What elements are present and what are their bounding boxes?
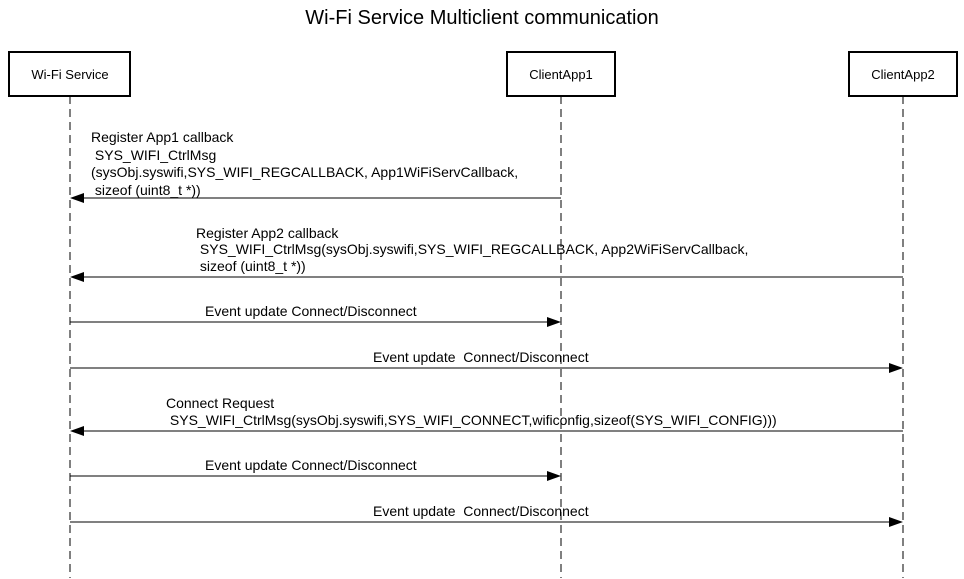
arrowhead-left: [70, 272, 84, 282]
message-text-line: Connect Request: [166, 395, 274, 411]
message-text-line: Register App2 callback: [196, 225, 339, 241]
participant-label-clientapp2: ClientApp2: [871, 67, 935, 82]
participant-box-wifi-service: [8, 51, 131, 97]
message-text-line: (sysObj.syswifi,SYS_WIFI_REGCALLBACK, Ap…: [91, 164, 518, 180]
message-register-app2-callback: Register App2 callback SYS_WIFI_CtrlMsg(…: [70, 225, 903, 282]
arrowhead-right: [889, 363, 903, 373]
message-text-line: Event update Connect/Disconnect: [205, 303, 417, 319]
message-text-line: Register App1 callback: [91, 129, 234, 145]
arrowhead-left: [70, 193, 84, 203]
participant-clientapp2: ClientApp2: [848, 51, 958, 578]
message-text-line: SYS_WIFI_CtrlMsg(sysObj.syswifi,SYS_WIFI…: [196, 241, 748, 257]
arrowhead-right: [889, 517, 903, 527]
participant-clientapp1: ClientApp1: [506, 51, 616, 578]
arrowhead-right: [547, 471, 561, 481]
message-text-line: sizeof (uint8_t *)): [196, 258, 306, 274]
message-register-app1-callback: Register App1 callback SYS_WIFI_CtrlMsg …: [70, 129, 561, 203]
participant-label-clientapp1: ClientApp1: [529, 67, 593, 82]
message-event-update-app1: Event update Connect/Disconnect: [70, 303, 561, 327]
message-text-line: SYS_WIFI_CtrlMsg(sysObj.syswifi,SYS_WIFI…: [166, 412, 777, 428]
message-event-update-app2-second: Event update Connect/Disconnect: [70, 503, 903, 527]
participant-box-clientapp2: [848, 51, 958, 97]
message-connect-request: Connect Request SYS_WIFI_CtrlMsg(sysObj.…: [70, 395, 903, 436]
message-event-update-app2: Event update Connect/Disconnect: [70, 349, 903, 373]
participant-box-clientapp1: [506, 51, 616, 97]
diagram-title: Wi-Fi Service Multiclient communication: [305, 7, 658, 29]
arrowhead-left: [70, 426, 84, 436]
message-event-update-app1-second: Event update Connect/Disconnect: [70, 457, 561, 481]
participant-label-wifi-service: Wi-Fi Service: [31, 67, 108, 82]
message-text-line: Event update Connect/Disconnect: [205, 457, 417, 473]
arrowhead-right: [547, 317, 561, 327]
message-text-line: Event update Connect/Disconnect: [373, 349, 589, 365]
message-text-line: Event update Connect/Disconnect: [373, 503, 589, 519]
message-text-line: SYS_WIFI_CtrlMsg: [91, 147, 216, 163]
message-text-line: sizeof (uint8_t *)): [91, 182, 201, 198]
participant-wifi-service: Wi-Fi Service: [8, 51, 131, 578]
